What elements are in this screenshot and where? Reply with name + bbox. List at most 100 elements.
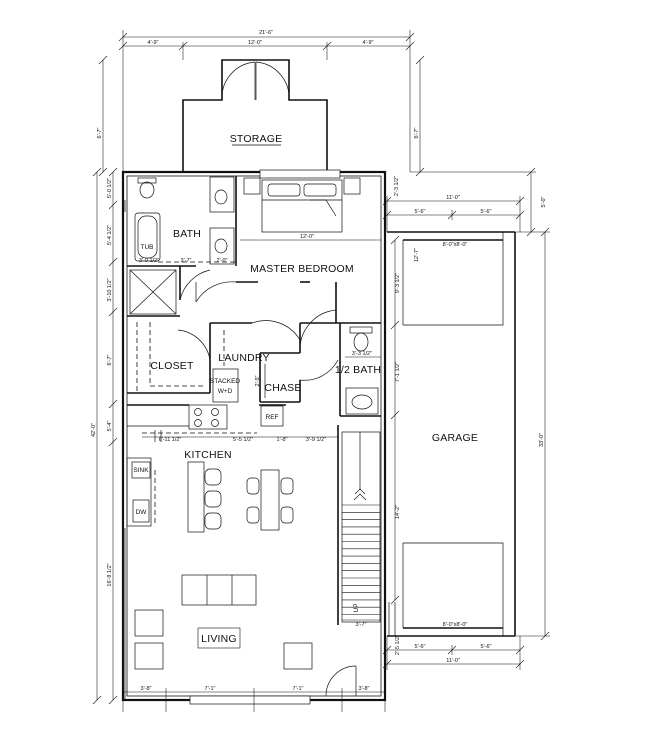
- nightstand-icon: [243, 177, 261, 195]
- dim-kit-4: 3'-9 1/2": [306, 437, 326, 443]
- label-laundry: LAUNDRY: [218, 352, 269, 364]
- dim-bath-w3: 2'-0": [217, 258, 228, 264]
- label-kitchen: KITCHEN: [184, 449, 232, 461]
- dishwasher-icon: [132, 499, 150, 523]
- dim-bottom-4: 3'-8": [359, 686, 370, 692]
- garage-top-dimensions: [382, 196, 525, 232]
- toilet-tank: [349, 326, 373, 334]
- label-storage: STORAGE: [230, 133, 283, 145]
- dim-left-5: 5'-4": [107, 420, 113, 431]
- sink-kitchen-icon: [131, 461, 151, 479]
- dim-bed-w: 12'-0": [300, 234, 314, 240]
- vanity-icon: [345, 387, 379, 415]
- label-chase: CHASE: [264, 382, 301, 394]
- storage-room: [182, 59, 328, 172]
- range-icon: [188, 404, 228, 430]
- dim-garage-top-b: 5'-6": [481, 209, 492, 215]
- dim-bottom-1: 3'-8": [141, 686, 152, 692]
- closet-fixtures: [136, 322, 211, 393]
- dim-bottom-3: 7'-1": [293, 686, 304, 692]
- dim-garage-door-bottom: 8'-0"x8'-0": [443, 622, 468, 628]
- dim-left-1: 5'-0 1/2": [107, 178, 113, 198]
- dim-garage-bot-a: 5'-6": [415, 644, 426, 650]
- top-dimensions: [118, 30, 415, 172]
- label-ref: REF: [266, 414, 279, 421]
- label-sink: SINK: [133, 467, 149, 474]
- living-furniture: [134, 574, 357, 697]
- label-dw: DW: [136, 509, 148, 516]
- nightstand-icon-2: [343, 177, 361, 195]
- toilet-icon: [139, 181, 155, 199]
- dim-bottom-2: 7'-1": [205, 686, 216, 692]
- dim-left-3: 3'-10 1/2": [107, 278, 113, 301]
- dim-top-mid: 12'-0": [248, 40, 262, 46]
- label-stacked: STACKED: [210, 378, 241, 385]
- sink-icon-2: [214, 238, 228, 254]
- windows: [124, 169, 341, 705]
- dim-garage-door-top: 8'-0"x8'-0": [443, 242, 468, 248]
- refrigerator-icon: [260, 405, 284, 427]
- dim-storage-depth-left: 6'-7": [97, 127, 103, 138]
- dim-left-4: 6'-7": [107, 354, 113, 365]
- dim-garage-side-1: 12'-7": [414, 248, 420, 262]
- master-bedroom-furniture: [195, 177, 361, 353]
- dim-garage-left-mid: 7'-1 1/2": [395, 362, 401, 382]
- dim-garage-right-overall: 33'-0": [539, 433, 545, 447]
- dim-garage-right-top: 5'-0": [541, 196, 547, 207]
- dim-garage-top-overall: 11'-0": [446, 195, 460, 201]
- dim-kit-1: 6'-11 1/2": [159, 437, 182, 443]
- toilet-icon-halfbath: [353, 332, 369, 352]
- dim-top-overall: 21'-6": [259, 30, 273, 36]
- dim-stair-w: 3'-7": [356, 622, 367, 628]
- left-dimensions: [92, 167, 118, 705]
- label-master-bedroom: MASTER BEDROOM: [250, 263, 354, 275]
- garage-bottom-dimensions: [382, 636, 525, 670]
- dim-garage-top-a: 5'-6": [415, 209, 426, 215]
- counter-icon: [126, 457, 152, 527]
- garage-walls: [387, 231, 516, 637]
- half-bath-fixtures: [299, 326, 381, 415]
- dim-kit-2: 5'-5 1/2": [233, 437, 253, 443]
- shower-icon: [129, 269, 177, 315]
- dim-garage-bot-overall: 11'-0": [446, 658, 460, 664]
- dining-table-icon: [260, 469, 280, 531]
- dim-top-right: 4'-9": [363, 40, 374, 46]
- bed-icon: [261, 179, 343, 233]
- dim-bath-w1: 3'-0 1/2": [139, 258, 159, 264]
- washer-dryer-icon: [212, 368, 239, 403]
- dim-bath-w2: 3'-7": [181, 258, 192, 264]
- garage-right-dimensions: [410, 167, 550, 641]
- sink-icon: [214, 189, 228, 205]
- dim-top-left: 4'-9": [148, 40, 159, 46]
- dim-left-overall: 42'-0": [91, 423, 97, 437]
- dim-bed-d: 9'-3 1/2": [395, 273, 401, 293]
- island-icon: [187, 461, 205, 533]
- label-tub: TUB: [141, 244, 154, 251]
- label-bath: BATH: [173, 228, 201, 240]
- dim-garage-side-3: 2'-5 1/2": [395, 635, 401, 655]
- laundry-fixtures: [212, 320, 301, 403]
- chair-icon-3: [283, 642, 313, 670]
- dim-kit-3: 1'-8": [277, 437, 288, 443]
- tub-icon: [134, 212, 161, 262]
- dim-laundry-h: 2'-5": [255, 375, 261, 386]
- label-wd: W+D: [218, 388, 233, 395]
- label-living: LIVING: [201, 633, 237, 645]
- label-closet: CLOSET: [150, 360, 194, 372]
- bath-fixtures: [129, 176, 235, 315]
- kitchen-fixtures: [126, 404, 294, 533]
- bottom-dimensions: [122, 688, 386, 712]
- chair-icon: [134, 609, 164, 637]
- label-stairs-up: UP: [353, 603, 360, 612]
- label-garage: GARAGE: [432, 432, 478, 444]
- label-half-bath: 1/2 BATH: [335, 364, 381, 376]
- stairs: [341, 431, 381, 623]
- dim-storage-depth-right: 6'-7": [414, 127, 420, 138]
- stool-icon: [204, 468, 222, 486]
- dim-garage-side-2: 14'-2": [395, 505, 401, 519]
- dim-left-6: 16'-9 1/2": [107, 563, 113, 586]
- dim-garage-bot-b: 5'-6": [481, 644, 492, 650]
- dim-left-2: 5'-4 1/2": [107, 225, 113, 245]
